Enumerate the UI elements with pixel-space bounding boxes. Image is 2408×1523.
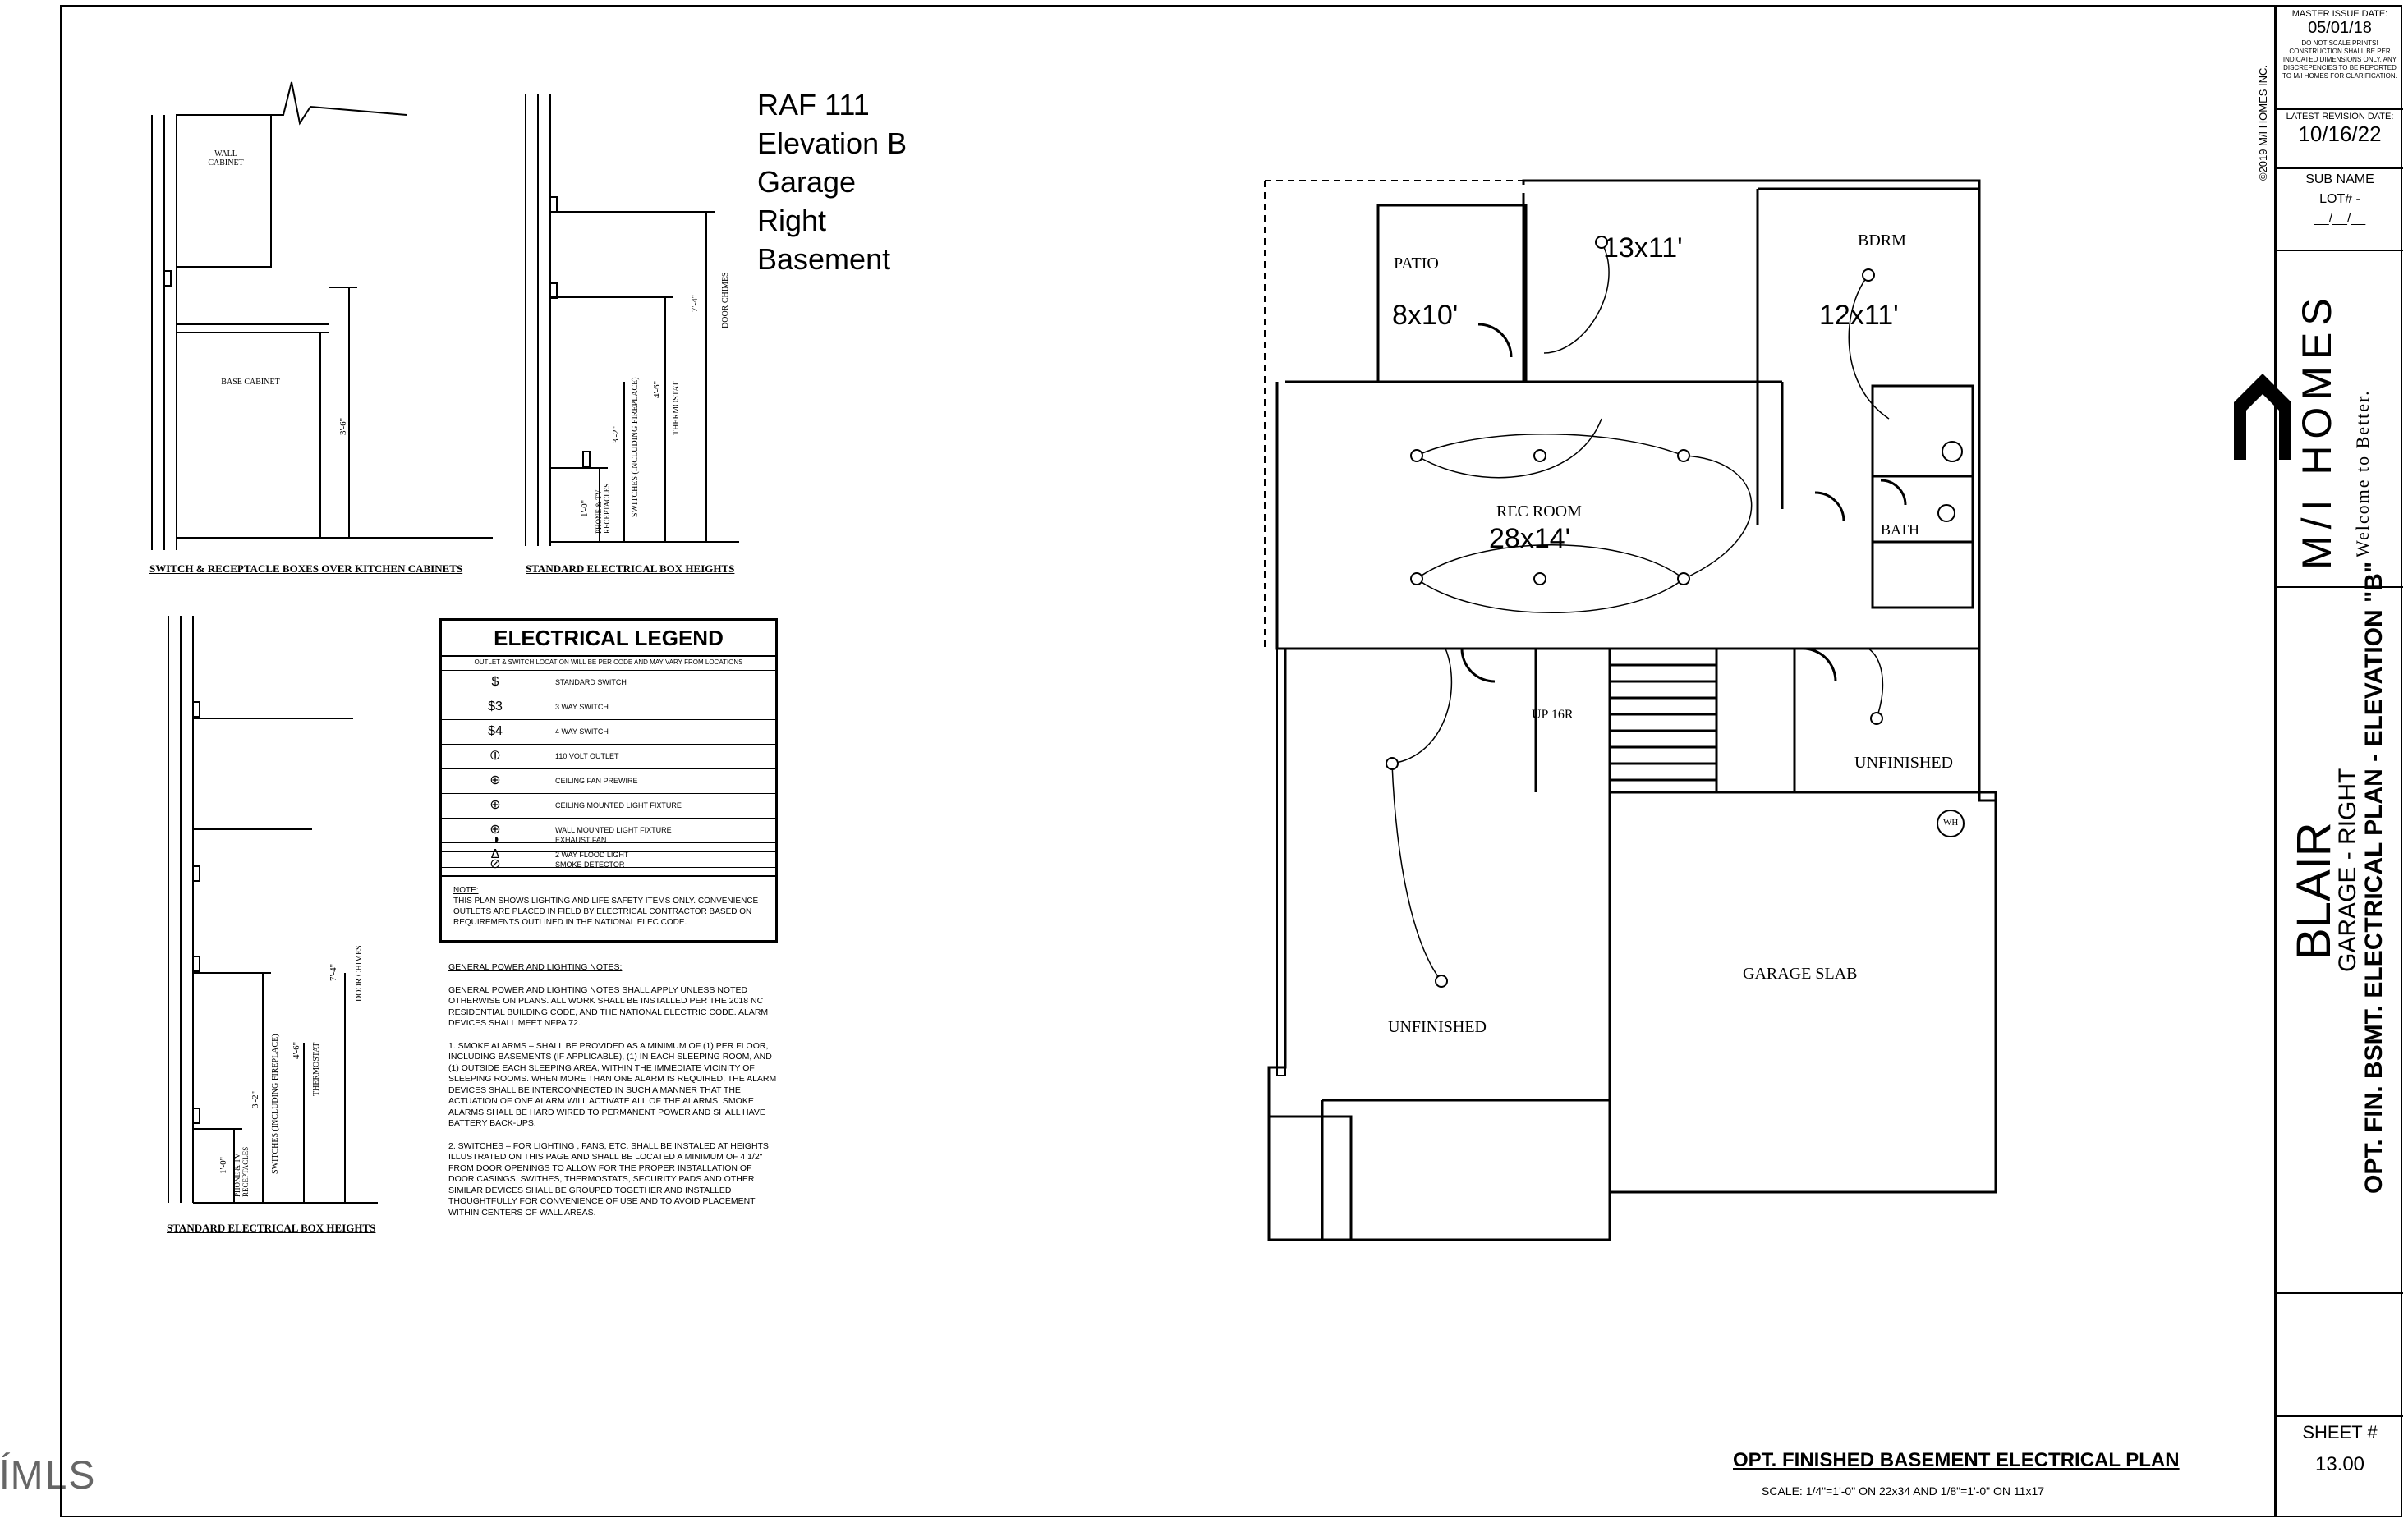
latest-revision-date: 10/16/22 (2298, 122, 2382, 146)
rec-room-size: 28x14' (1489, 523, 1571, 554)
raf-line-4: Right (757, 204, 827, 237)
garage-slab: GARAGE SLAB (1743, 965, 1858, 983)
garage-orientation: GARAGE - RIGHT (2334, 768, 2361, 972)
plan-title: OPT. FINISHED BASEMENT ELECTRICAL PLAN (1733, 1449, 2180, 1471)
master-issue-label: MASTER ISSUE DATE: (2291, 9, 2388, 19)
legend-note-text: THIS PLAN SHOWS LIGHTING AND LIFE SAFETY… (453, 897, 759, 927)
water-heater-label: WH (1943, 818, 1959, 828)
legend-row: ⦶ 110 VOLT OUTLET (442, 744, 775, 769)
legend-title: ELECTRICAL LEGEND (442, 621, 775, 657)
sheet-label: SHEET # (2302, 1422, 2378, 1443)
raf-line-5: Basement (757, 242, 891, 276)
legend-label: CEILING MOUNTED LIGHT FIXTURE (555, 801, 682, 810)
legend-row: $3 3 WAY SWITCH (442, 695, 775, 720)
patio-size: 8x10' (1392, 300, 1459, 331)
kitchen-caption: SWITCH & RECEPTACLE BOXES OVER KITCHEN C… (149, 562, 463, 575)
bdrm-size: 12x11' (1819, 300, 1899, 331)
plan-info-cell: BLAIR GARAGE - RIGHT OPT. FIN. BSMT. ELE… (2277, 562, 2403, 1294)
legend-row: ⊘ SMOKE DETECTOR (439, 852, 778, 877)
base-cabinet-label: BASE CABINET (221, 378, 280, 387)
date-blank: __/__/__ (2314, 212, 2366, 226)
legend-label: 110 VOLT OUTLET (555, 752, 619, 760)
sheet-description: OPT. FIN. BSMT. ELECTRICAL PLAN - ELEVAT… (2360, 561, 2387, 1194)
lot-number: LOT# - (2319, 192, 2360, 206)
patio-label: PATIO (1394, 255, 1439, 273)
general-notes: GENERAL POWER AND LIGHTING NOTES: GENERA… (448, 962, 779, 1230)
unfinished-right: UNFINISHED (1854, 754, 1953, 772)
up-label: UP 16R (1532, 708, 1574, 722)
legend-row: $ STANDARD SWITCH (442, 670, 775, 695)
latest-revision-cell: LATEST REVISION DATE: 10/16/22 (2277, 108, 2403, 169)
brand-cell: M/I HOMES Welcome to Better. (2277, 250, 2403, 588)
legend-label: EXHAUST FAN (555, 836, 607, 844)
brand-tagline: Welcome to Better. (2352, 389, 2373, 557)
std-caption-top: STANDARD ELECTRICAL BOX HEIGHTS (526, 562, 735, 575)
raf-line-1: RAF 111 (757, 88, 870, 122)
raf-block: RAF 111 Elevation B Garage Right Basemen… (757, 85, 907, 278)
raf-line-2: Elevation B (757, 126, 908, 160)
mi-homes-logo-icon (2234, 374, 2291, 460)
three-way-switch-icon: $3 (442, 695, 549, 719)
legend-row: ⊕ CEILING MOUNTED LIGHT FIXTURE (442, 793, 775, 819)
detail-drawings (151, 81, 739, 1204)
legend-note: NOTE: THIS PLAN SHOWS LIGHTING AND LIFE … (453, 885, 765, 928)
legend-extra-rows: ◑ EXHAUST FAN ⊘ SMOKE DETECTOR (439, 828, 778, 877)
exhaust-fan-icon: ◑ (442, 828, 549, 851)
sheet-number: 13.00 (2314, 1453, 2365, 1475)
unfinished-left: UNFINISHED (1388, 1018, 1487, 1036)
legend-label: 4 WAY SWITCH (555, 727, 609, 736)
raf-line-3: Garage (757, 165, 857, 199)
legend-row: $4 4 WAY SWITCH (442, 719, 775, 745)
std-caption-bottom: STANDARD ELECTRICAL BOX HEIGHTS (167, 1222, 376, 1234)
legend-label: 3 WAY SWITCH (555, 703, 609, 711)
master-issue-date: 05/01/18 (2308, 19, 2372, 37)
standard-switch-icon: $ (442, 670, 549, 695)
four-way-switch-icon: $4 (442, 719, 549, 744)
legend-subtitle: OUTLET & SWITCH LOCATION WILL BE PER COD… (442, 655, 775, 671)
copyright: ©2019 M/I HOMES INC. (2257, 64, 2269, 181)
smoke-detector-icon: ⊘ (442, 852, 549, 875)
legend-row: ⊕ CEILING FAN PREWIRE (442, 768, 775, 794)
ceiling-light-icon: ⊕ (442, 793, 549, 818)
notes-p2: 1. SMOKE ALARMS – SHALL BE PROVIDED AS A… (448, 1040, 777, 1129)
legend-label: CEILING FAN PREWIRE (555, 777, 638, 785)
room-13x11: 13x11' (1603, 232, 1683, 264)
plan-scale: SCALE: 1/4"=1'-0" ON 22x34 AND 1/8"=1'-0… (1762, 1484, 2045, 1498)
disclaimer: DO NOT SCALE PRINTS! CONSTRUCTION SHALL … (2282, 39, 2397, 80)
wall-cabinet-label: WALL CABINET (208, 149, 244, 167)
floor-plan (1264, 179, 1997, 1241)
outlet-icon: ⦶ (442, 744, 549, 768)
notes-heading: GENERAL POWER AND LIGHTING NOTES: (448, 962, 623, 972)
master-issue-cell: MASTER ISSUE DATE: 05/01/18 DO NOT SCALE… (2277, 6, 2403, 110)
bath-label: BATH (1881, 521, 1920, 538)
sub-name-cell: SUB NAME LOT# - __/__/__ (2277, 167, 2403, 251)
legend-label: SMOKE DETECTOR (555, 860, 625, 869)
sheet-number-cell: SHEET # 13.00 (2277, 1415, 2403, 1518)
notes-p3: 2. SWITCHES – FOR LIGHTING , FANS, ETC. … (448, 1140, 769, 1218)
ceiling-fan-icon: ⊕ (442, 768, 549, 793)
brand-name: M/I HOMES (2294, 291, 2340, 570)
legend-row: ◑ EXHAUST FAN (439, 828, 778, 852)
legend-label: STANDARD SWITCH (555, 678, 627, 686)
legend-label: 2 WAY FLOOD LIGHT (555, 851, 629, 859)
sub-name: SUB NAME (2305, 172, 2374, 186)
watermark: ĺMLS (0, 1454, 97, 1498)
bdrm-label: BDRM (1858, 232, 1906, 250)
legend-note-head: NOTE: (453, 886, 479, 895)
latest-revision-label: LATEST REVISION DATE: (2286, 112, 2394, 122)
rec-room-label: REC ROOM (1496, 502, 1582, 521)
legend-label: WALL MOUNTED LIGHT FIXTURE (555, 826, 672, 834)
title-block: MASTER ISSUE DATE: 05/01/18 DO NOT SCALE… (2275, 6, 2403, 1516)
notes-p1: GENERAL POWER AND LIGHTING NOTES SHALL A… (448, 984, 769, 1029)
plan-name: BLAIR (2287, 822, 2341, 960)
electrical-legend: ELECTRICAL LEGEND OUTLET & SWITCH LOCATI… (439, 618, 778, 943)
